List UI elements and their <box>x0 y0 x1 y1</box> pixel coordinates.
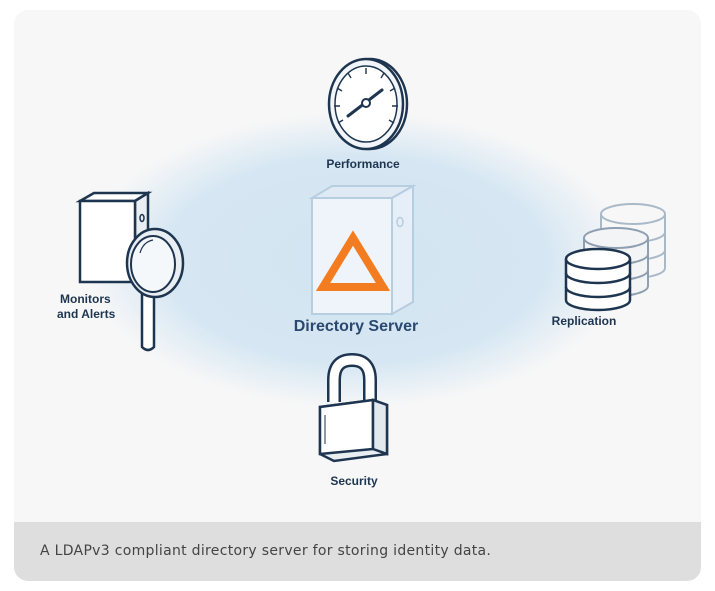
security-label: Security <box>330 474 378 488</box>
replication-label: Replication <box>552 314 617 328</box>
center-label: Directory Server <box>294 318 419 335</box>
monitors-label-line2: and Alerts <box>57 307 116 321</box>
caption-text: A LDAPv3 compliant directory server for … <box>40 543 492 559</box>
performance-label: Performance <box>326 157 400 171</box>
directory-server-diagram: Directory Server Performance <box>57 57 666 488</box>
server-magnifier-icon <box>75 190 185 352</box>
monitors-label-line1: Monitors <box>60 292 111 306</box>
gauge-icon <box>327 57 409 151</box>
database-stack-icon <box>564 203 666 312</box>
server-warning-icon <box>308 184 417 316</box>
diagram-card: Directory Server Performance <box>14 10 701 581</box>
caption-bar: A LDAPv3 compliant directory server for … <box>14 522 701 581</box>
padlock-icon <box>318 352 389 463</box>
